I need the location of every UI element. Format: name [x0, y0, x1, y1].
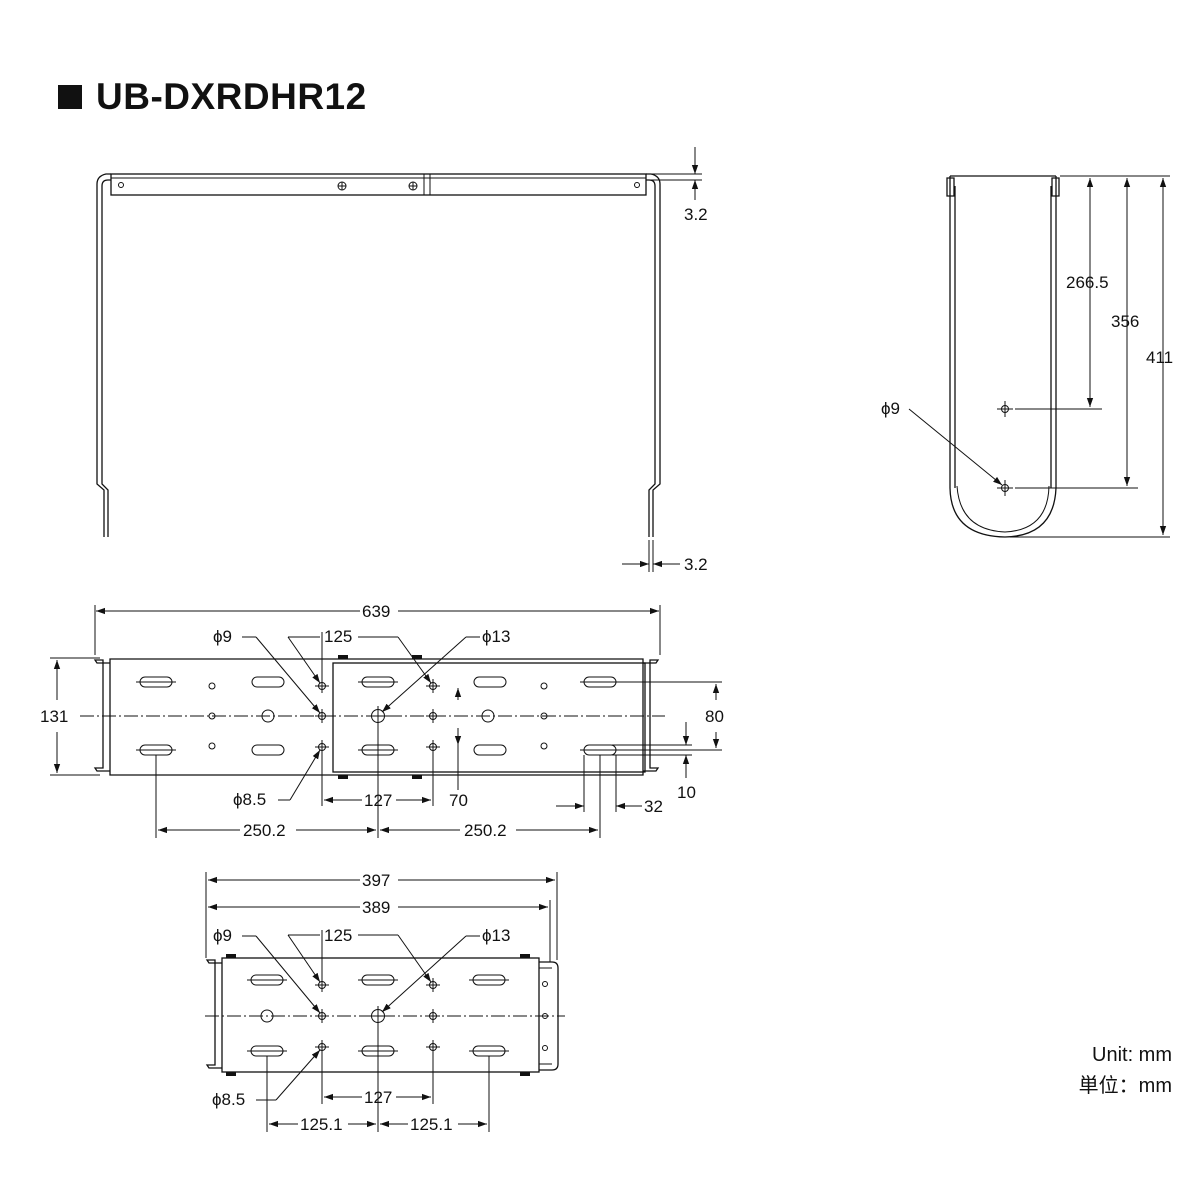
dim-small-overall-width: 397: [362, 871, 390, 890]
dim-side-overall: 411: [1146, 348, 1173, 367]
label-small-hole-diameter: ϕ9: [213, 926, 232, 945]
label-small-small-hole-diameter: ϕ8.5: [212, 1090, 245, 1109]
page-title: UB-DXRDHR12: [96, 76, 367, 117]
dim-large-slot-length: 32: [644, 797, 663, 816]
label-small-center-diameter: ϕ13: [482, 926, 510, 945]
label-large-hole-diameter: ϕ9: [213, 627, 232, 646]
dim-thickness-top: 3.2: [684, 205, 708, 224]
dim-thickness-bottom: 3.2: [684, 555, 708, 574]
dim-small-pitch-upper: 125: [324, 926, 352, 945]
side-view: ϕ9 266.5 356 411: [881, 175, 1173, 538]
dim-small-offset-left: 125.1: [300, 1115, 343, 1134]
dim-large-overall-width: 639: [362, 602, 390, 621]
small-plate-outline: [221, 957, 540, 1073]
large-center-plate: [332, 662, 646, 773]
dim-side-upper: 266.5: [1066, 273, 1109, 292]
label-large-small-hole-diameter: ϕ8.5: [233, 790, 266, 809]
dim-side-middle: 356: [1111, 312, 1139, 331]
front-view: 3.2 3.2: [96, 147, 708, 574]
unit-label-japanese: 単位：mm: [1078, 1075, 1172, 1097]
dim-large-row-spacing: 70: [449, 791, 468, 810]
dim-large-offset-right: 250.2: [464, 821, 507, 840]
dim-small-inner-width: 389: [362, 898, 390, 917]
unit-label-english: Unit: mm: [1092, 1044, 1172, 1066]
front-right-leg: [646, 173, 661, 537]
front-crossbar: [110, 173, 647, 196]
top-view-large: 639 131 125 ϕ9 ϕ13 ϕ8.5 127: [40, 602, 724, 840]
title-block: UB-DXRDHR12: [58, 76, 367, 118]
dim-large-depth: 131: [40, 707, 68, 726]
label-side-hole-diameter: ϕ9: [881, 399, 900, 418]
dim-large-slot-width: 10: [677, 783, 696, 802]
unit-note: Unit: mm 単位：mm: [1079, 1040, 1172, 1102]
dim-large-slot-row-spacing: 80: [705, 707, 724, 726]
side-outer-profile: [949, 176, 1057, 538]
title-square-icon: [58, 85, 82, 109]
large-plate-outline: [109, 658, 644, 776]
dim-small-offset-right: 125.1: [410, 1115, 453, 1134]
top-view-small: 397 389 125 ϕ9 ϕ13 ϕ8.5 127: [205, 871, 565, 1134]
front-left-leg: [96, 173, 111, 537]
label-large-center-diameter: ϕ13: [482, 627, 510, 646]
dim-large-offset-left: 250.2: [243, 821, 286, 840]
dim-large-pitch-upper: 125: [324, 627, 352, 646]
